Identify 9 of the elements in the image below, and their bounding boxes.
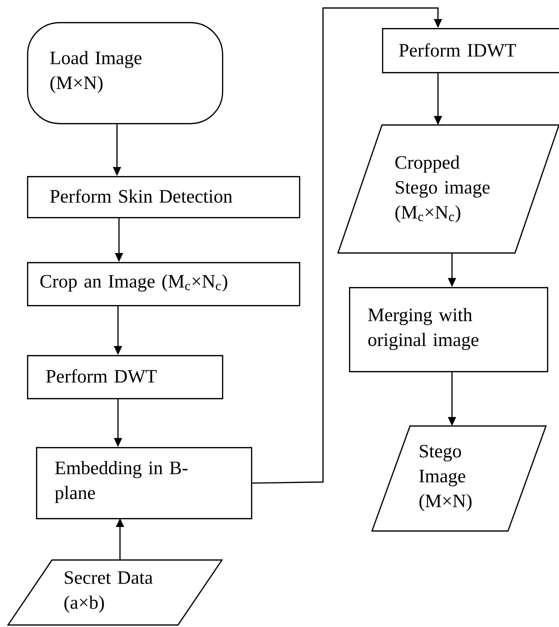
data-parallelogram: Cropped Stego image (M$_{c}$×N$_{c}$) [337,124,559,254]
arrow [252,7,442,484]
data-parallelogram: Stego Image (M×N) [371,425,547,532]
process-box: Crop an Image (M$_{c}$×N$_{c}$) [27,262,300,306]
process-box: Perform IDWT [382,28,559,74]
process-box: Perform DWT [27,355,224,400]
process-box: Perform Skin Detection [27,176,300,218]
process-box: Embedding in B-plane [36,447,252,520]
process-box: Merging with original image [349,287,548,372]
